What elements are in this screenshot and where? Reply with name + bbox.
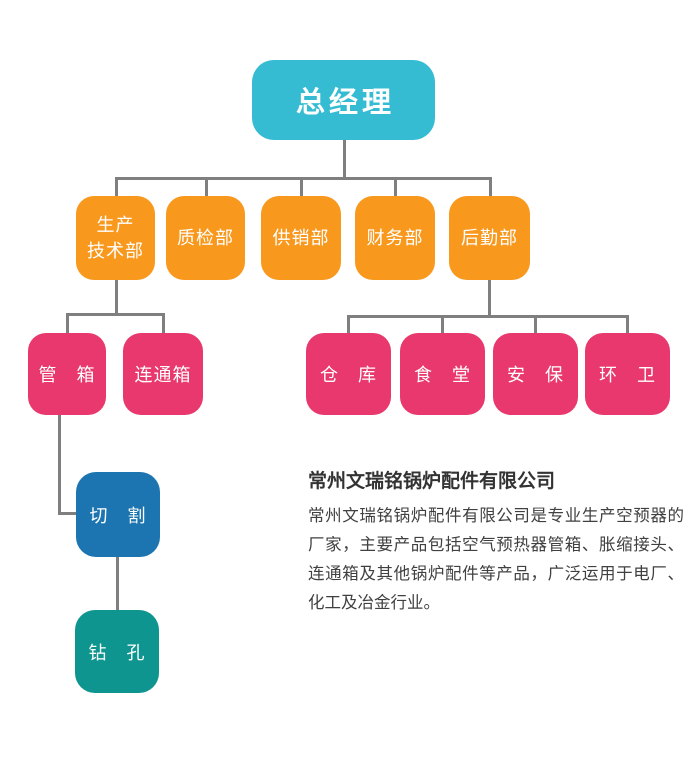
connector-drop-tube-box xyxy=(66,313,69,333)
node-warehouse-label: 仓 库 xyxy=(320,365,377,385)
company-info-block: 常州文瑞铭锅炉配件有限公司 常州文瑞铭锅炉配件有限公司是专业生产空预器的厂家，主… xyxy=(308,466,684,618)
company-description: 常州文瑞铭锅炉配件有限公司是专业生产空预器的厂家，主要产品包括空气预热器管箱、胀… xyxy=(308,507,684,612)
connector-drop-security xyxy=(534,315,537,333)
company-title: 常州文瑞铭锅炉配件有限公司 xyxy=(308,471,556,492)
node-production-tech-label-line1: 生产 xyxy=(96,215,135,235)
node-connecting-box-label: 连通箱 xyxy=(134,365,192,385)
node-production-tech-label-line2: 技术部 xyxy=(87,241,144,261)
connector-drop-warehouse xyxy=(347,315,350,333)
connector-drop-logistics xyxy=(489,177,492,196)
connector-tube-box-elbow-horizontal xyxy=(58,512,78,515)
node-supply-sales-dept-label: 供销部 xyxy=(272,228,330,248)
node-canteen-label: 食 堂 xyxy=(414,365,471,385)
node-finance-dept-label: 财务部 xyxy=(366,228,424,248)
node-canteen: 食 堂 xyxy=(400,333,485,415)
node-security: 安 保 xyxy=(493,333,578,415)
node-finance-dept: 财务部 xyxy=(355,196,435,280)
connector-drop-connecting-box xyxy=(162,313,165,333)
connector-drop-production-tech xyxy=(115,177,118,196)
node-warehouse: 仓 库 xyxy=(306,333,391,415)
node-logistics-dept-label: 后勤部 xyxy=(461,228,518,248)
connector-root-stem xyxy=(343,140,346,180)
node-supply-sales-dept: 供销部 xyxy=(261,196,341,280)
connector-drop-quality xyxy=(205,177,208,196)
connector-level2-bus xyxy=(115,177,492,180)
connector-tube-box-elbow-vertical xyxy=(58,415,61,515)
node-security-label: 安 保 xyxy=(507,365,564,385)
connector-drop-canteen xyxy=(441,315,444,333)
node-sanitation-label: 环 卫 xyxy=(599,365,656,385)
connector-drop-supply xyxy=(300,177,303,196)
connector-logistics-units-bus xyxy=(347,315,629,318)
node-cutting-label: 切 割 xyxy=(89,505,147,526)
node-cutting: 切 割 xyxy=(76,472,160,557)
node-connecting-box: 连通箱 xyxy=(123,333,203,415)
connector-drop-sanitation xyxy=(626,315,629,333)
node-quality-dept: 质检部 xyxy=(166,196,245,280)
connector-production-units-bus xyxy=(66,313,165,316)
node-sanitation: 环 卫 xyxy=(585,333,670,415)
node-drilling: 钻 孔 xyxy=(75,610,159,693)
connector-drop-finance xyxy=(394,177,397,196)
connector-logistics-stem xyxy=(488,279,491,318)
node-drilling-label: 钻 孔 xyxy=(88,642,146,663)
node-production-tech-dept: 生产 技术部 xyxy=(76,196,155,280)
node-tube-box: 管 箱 xyxy=(28,333,106,415)
node-general-manager: 总经理 xyxy=(252,60,435,140)
node-tube-box-label: 管 箱 xyxy=(38,365,96,385)
node-quality-dept-label: 质检部 xyxy=(177,228,234,248)
node-general-manager-label: 总经理 xyxy=(295,87,395,119)
connector-production-tech-stem xyxy=(115,280,118,316)
connector-cutting-drilling-stem xyxy=(116,557,119,610)
node-logistics-dept: 后勤部 xyxy=(449,196,530,280)
